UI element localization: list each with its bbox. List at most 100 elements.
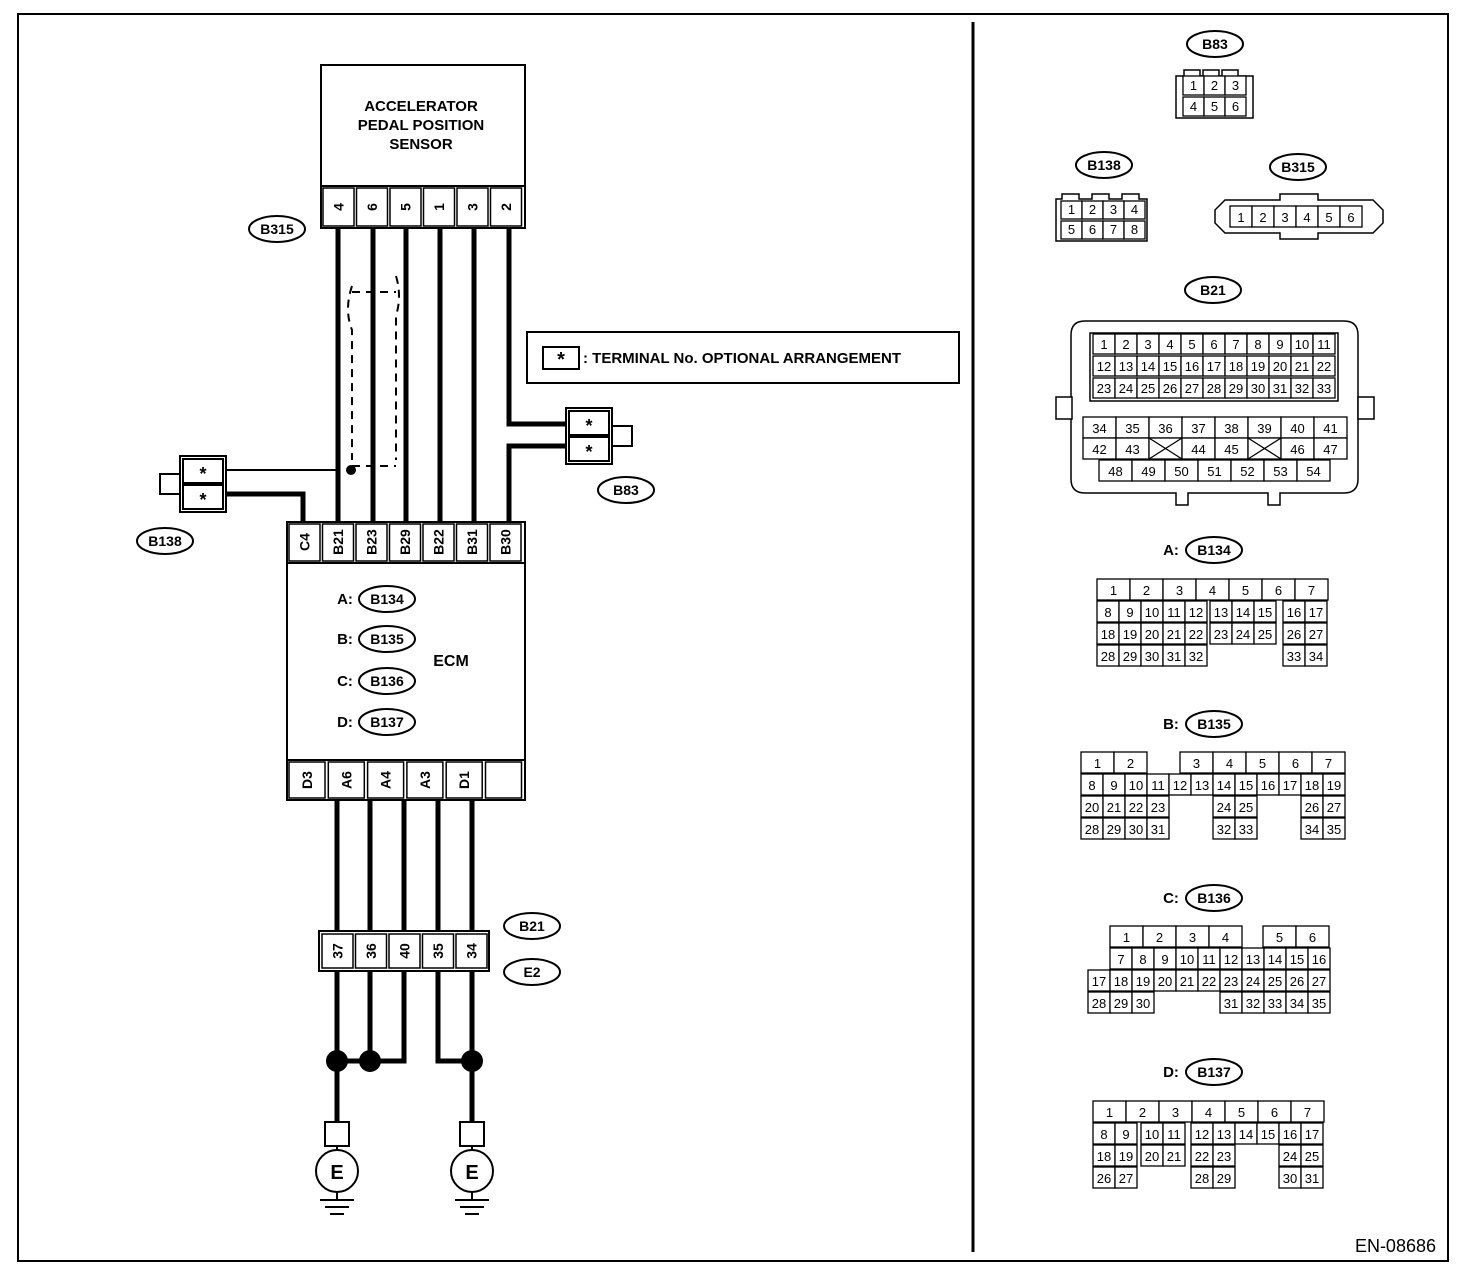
face-b21-blank-x — [1247, 437, 1282, 460]
connector-label-b315: B315 — [248, 215, 306, 243]
sensor-title-line2: PEDAL POSITION — [358, 117, 484, 134]
face-b137-pin-15: 15 — [1261, 1127, 1275, 1142]
face-b137-prefix: D: — [1163, 1064, 1179, 1081]
face-b83-pin-6: 6 — [1232, 99, 1239, 114]
face-b135-cell — [1146, 795, 1170, 818]
face-b137-pin-20: 20 — [1145, 1149, 1159, 1164]
face-b135-pin-22: 22 — [1129, 800, 1143, 815]
b83-oval-label: B83 — [597, 476, 655, 504]
ecm-pin-B22: B22 — [431, 529, 447, 555]
face-b135-pin-9: 9 — [1110, 778, 1117, 793]
face-b21-pin-12: 12 — [1097, 359, 1111, 374]
face-b21-pin-7: 7 — [1232, 337, 1239, 352]
face-b134-pin-6: 6 — [1275, 583, 1282, 598]
face-b134-pin-16: 16 — [1287, 605, 1301, 620]
face-b315-label-text: B315 — [1281, 159, 1315, 175]
face-b134-pin-31: 31 — [1167, 649, 1181, 664]
face-b21-pin-20: 20 — [1273, 359, 1287, 374]
face-b134-pin-3: 3 — [1176, 583, 1183, 598]
face-b21-cell — [1312, 333, 1336, 355]
face-b134-pin-22: 22 — [1189, 627, 1203, 642]
face-b134-pin-29: 29 — [1123, 649, 1137, 664]
ecm-top-pin-cell — [321, 523, 355, 562]
ground-1: E — [315, 1121, 359, 1215]
face-b136-pin-4: 4 — [1222, 930, 1229, 945]
face-b21-pin-13: 13 — [1119, 359, 1133, 374]
b83-oval-label-oval — [597, 476, 655, 504]
ecm-bottom-pin-cell — [288, 761, 326, 799]
figure-id: EN-08686 — [1355, 1236, 1436, 1256]
joint-label-b21: B21 — [503, 912, 561, 940]
face-b136-pin-1: 1 — [1123, 930, 1130, 945]
ecm-pin-B29: B29 — [397, 529, 413, 555]
face-b83-label-text: B83 — [1202, 36, 1228, 52]
face-b136-prefix: C: — [1163, 890, 1179, 907]
face-b134-pin-28: 28 — [1101, 649, 1115, 664]
face-b135-pin-6: 6 — [1292, 756, 1299, 771]
face-b135-pin-34: 34 — [1305, 822, 1319, 837]
sensor-pin-6: 6 — [364, 203, 380, 211]
b138-oval-label: B138 — [136, 527, 194, 555]
connector-label-b83: B83 — [597, 476, 655, 504]
face-b21-pin-18: 18 — [1229, 359, 1243, 374]
ecm-top-pin-cell — [422, 523, 455, 562]
face-b21-pin-44: 44 — [1191, 442, 1205, 457]
face-b134-cell — [1304, 622, 1328, 645]
face-b83-pin-4: 4 — [1190, 99, 1197, 114]
ecm-label: ECM — [433, 653, 469, 670]
face-b21-pin-32: 32 — [1295, 381, 1309, 396]
face-b21-latch-left — [1055, 396, 1073, 420]
face-b137-pin-8: 8 — [1100, 1127, 1107, 1142]
face-b21-pin-14: 14 — [1141, 359, 1155, 374]
ecm-connector-b137: B137 — [358, 708, 416, 736]
face-b83-cell — [1224, 75, 1247, 96]
ecm-connector-letter-2: C: — [337, 673, 353, 690]
face-b21-pin-10: 10 — [1295, 337, 1309, 352]
joint-pin-cell — [388, 933, 421, 969]
face-b21-pin-11: 11 — [1317, 337, 1331, 352]
face-b137-pin-26: 26 — [1097, 1171, 1111, 1186]
face-b83-pin-5: 5 — [1211, 99, 1218, 114]
face-b134-pin-8: 8 — [1104, 605, 1111, 620]
face-b136-pin-9: 9 — [1161, 952, 1168, 967]
face-b136-pin-14: 14 — [1268, 952, 1282, 967]
face-b135-pin-2: 2 — [1127, 756, 1134, 771]
b138-pin-2: * — [199, 490, 206, 510]
joint-pin-cell — [421, 933, 455, 969]
ecm-pin-C4: C4 — [297, 533, 313, 551]
ecm-pin-B31: B31 — [464, 529, 480, 555]
face-b21-pin-37: 37 — [1191, 421, 1205, 436]
face-b135-label: B135 — [1185, 710, 1243, 738]
face-b135-pin-29: 29 — [1107, 822, 1121, 837]
face-b137-pin-22: 22 — [1195, 1149, 1209, 1164]
ecm-connector-b136: B136 — [358, 667, 416, 695]
joint-pin-36: 36 — [363, 943, 379, 959]
joint-pin-34: 34 — [464, 943, 480, 959]
face-b134-label-text: B134 — [1197, 542, 1231, 558]
face-b136-pin-18: 18 — [1114, 974, 1128, 989]
sensor-pin-4: 4 — [331, 203, 347, 211]
face-b21-pin-46: 46 — [1290, 442, 1304, 457]
face-b137-cell — [1300, 1144, 1324, 1167]
face-b137-label-oval — [1185, 1058, 1243, 1086]
face-b137-cell — [1114, 1122, 1138, 1145]
face-b136-pin-13: 13 — [1246, 952, 1260, 967]
face-b315-label: B315 — [1269, 153, 1327, 181]
face-b137-pin-12: 12 — [1195, 1127, 1209, 1142]
sensor-pin-cell — [456, 187, 489, 227]
face-b137-pin-24: 24 — [1283, 1149, 1297, 1164]
face-b136-pin-27: 27 — [1312, 974, 1326, 989]
face-b136-pin-19: 19 — [1136, 974, 1150, 989]
face-b137-pin-16: 16 — [1283, 1127, 1297, 1142]
face-b21-pin-31: 31 — [1273, 381, 1287, 396]
face-b138-pin-2: 2 — [1089, 202, 1096, 217]
legend-symbol: * — [557, 349, 565, 371]
face-b134-pin-33: 33 — [1287, 649, 1301, 664]
ecm-connector-b135-text: B135 — [370, 631, 404, 647]
face-b21-pin-29: 29 — [1229, 381, 1243, 396]
face-b137-pin-17: 17 — [1305, 1127, 1319, 1142]
face-b138-cell — [1123, 220, 1146, 240]
joint-pin-40: 40 — [397, 943, 413, 959]
